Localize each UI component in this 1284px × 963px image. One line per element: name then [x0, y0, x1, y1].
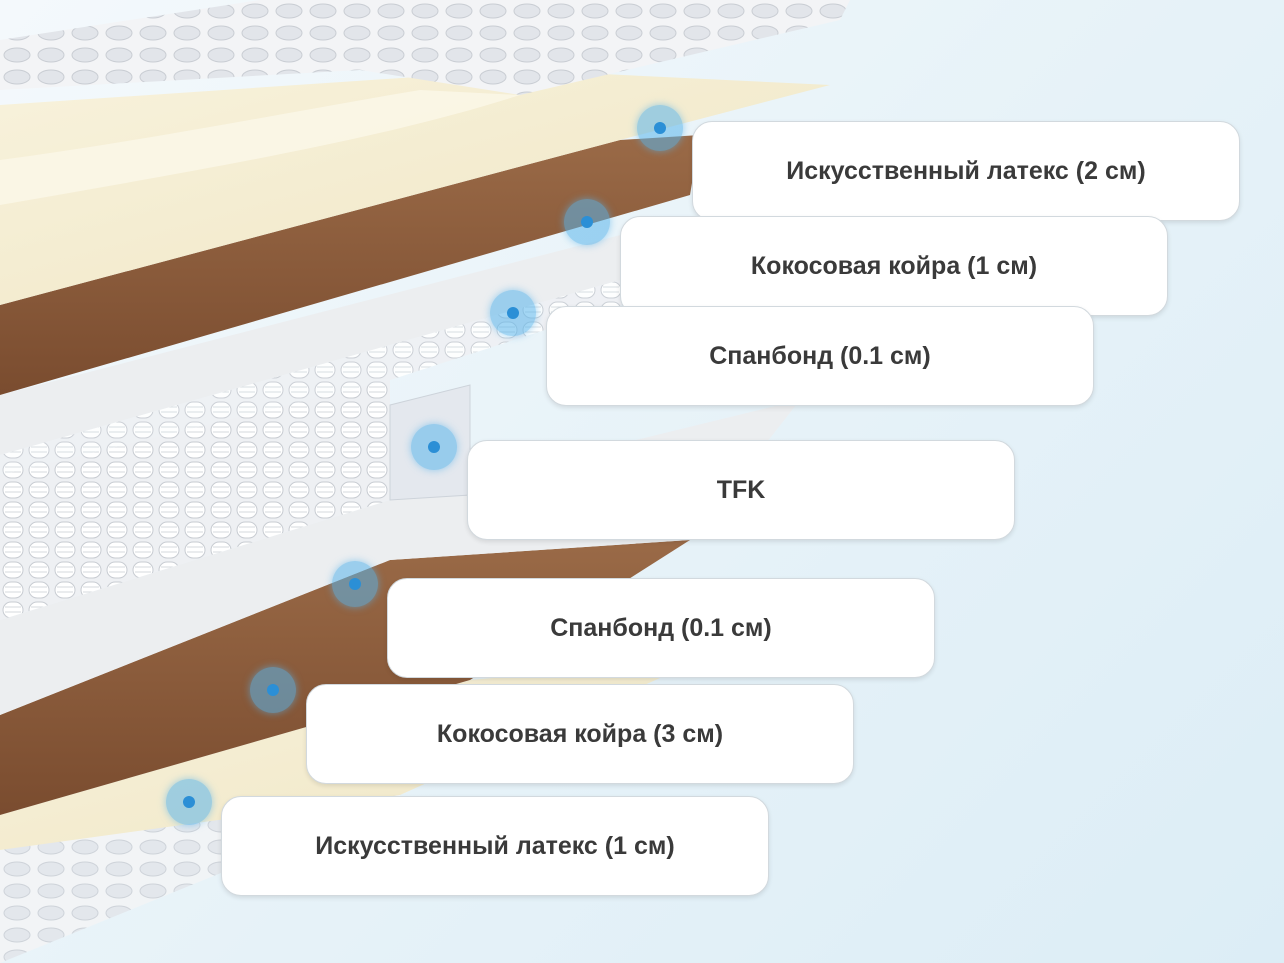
layer-label-bottom-coir: Кокосовая койра (3 см)	[306, 684, 854, 784]
layer-label-spring-unit: TFK	[467, 440, 1015, 540]
layer-label-bottom-latex: Искусственный латекс (1 см)	[221, 796, 769, 896]
top-cover-layer	[0, 0, 850, 95]
top-spunbond-layer	[0, 225, 700, 455]
marker-dot-bottom-spunbond[interactable]	[332, 561, 378, 607]
layer-label-top-coir: Кокосовая койра (1 см)	[620, 216, 1168, 316]
marker-dot-bottom-latex[interactable]	[166, 779, 212, 825]
top-coir-layer	[0, 135, 700, 395]
marker-dot-spring-unit[interactable]	[411, 424, 457, 470]
top-latex-highlight	[0, 90, 520, 205]
layer-label-bottom-spunbond: Спанбонд (0.1 см)	[387, 578, 935, 678]
marker-dot-top-coir[interactable]	[564, 199, 610, 245]
marker-dot-top-spunbond[interactable]	[490, 290, 536, 336]
layer-label-top-spunbond: Спанбонд (0.1 см)	[546, 306, 1094, 406]
spring-block	[0, 380, 390, 620]
marker-dot-bottom-coir[interactable]	[250, 667, 296, 713]
layer-label-top-latex: Искусственный латекс (2 см)	[692, 121, 1240, 221]
marker-dot-top-latex[interactable]	[637, 105, 683, 151]
